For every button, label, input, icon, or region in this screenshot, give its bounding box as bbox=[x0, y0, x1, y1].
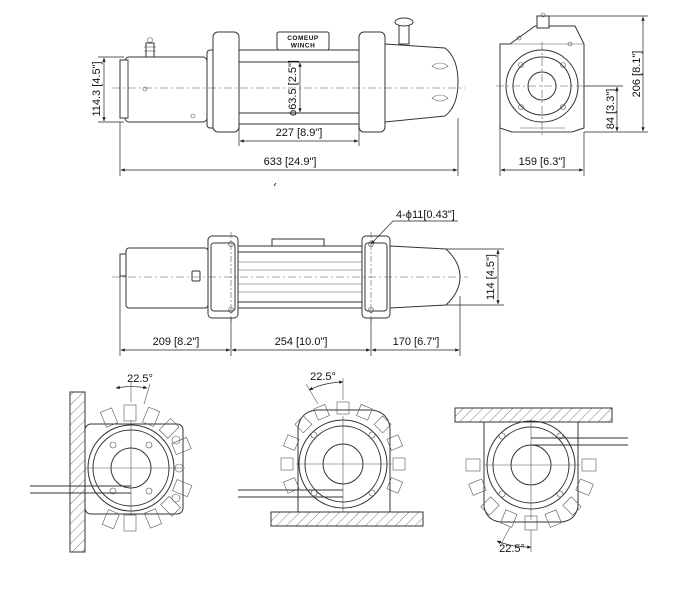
overall-length-label: 633 [24.9"] bbox=[264, 156, 317, 168]
ceiling-mount-clutch-positions bbox=[465, 458, 597, 531]
side-view-dimensions: 206 [8.1"] 84 [3.3"] 159 [6.3"] bbox=[499, 15, 648, 176]
ceiling-mount-view: 22.5° bbox=[454, 407, 628, 555]
brand-line-2: WINCH bbox=[291, 43, 316, 50]
top-view-dimensions: 4-ϕ11[0.43"] 114 [4.5"] 209 [8.2"] 254 [… bbox=[119, 209, 504, 356]
side-view bbox=[496, 12, 590, 138]
side-width-label: 159 [6.3"] bbox=[519, 156, 566, 168]
front-view-dimensions: 114.3 [4.5"] ϕ63.5 [2.5"] 227 [8.9"] 633… bbox=[91, 56, 459, 187]
side-mount-height-label: 84 [3.3"] bbox=[605, 89, 617, 130]
gearbox-section-label: 170 [6.7"] bbox=[393, 336, 440, 348]
mount-spacing-label: 254 [10.0"] bbox=[275, 336, 328, 348]
top-view bbox=[112, 232, 468, 324]
brand-plate bbox=[276, 31, 330, 51]
floor-mount-clutch-positions bbox=[280, 401, 406, 494]
wall-mount-angle-label: 22.5° bbox=[127, 373, 153, 385]
top-height-label: 114 [4.5"] bbox=[485, 254, 497, 300]
mount-holes-label: 4-ϕ11[0.43"] bbox=[396, 209, 455, 221]
drum-length-label: 227 [8.9"] bbox=[276, 127, 323, 139]
height-left-label: 114.3 [4.5"] bbox=[91, 61, 103, 116]
side-height-label: 206 [8.1"] bbox=[631, 51, 643, 98]
wall-mount-view: 22.5° bbox=[30, 373, 193, 553]
motor-section-label: 209 [8.2"] bbox=[153, 336, 200, 348]
drum-diameter-label: ϕ63.5 [2.5"] bbox=[287, 60, 299, 116]
ceiling-mount-angle-label: 22.5° bbox=[499, 543, 525, 555]
floor-mount-view: 22.5° bbox=[238, 371, 424, 527]
wall-mount-clutch-positions bbox=[100, 404, 193, 532]
floor-mount-angle-label: 22.5° bbox=[310, 371, 336, 383]
brand-line-1: COMEUP bbox=[287, 35, 319, 42]
